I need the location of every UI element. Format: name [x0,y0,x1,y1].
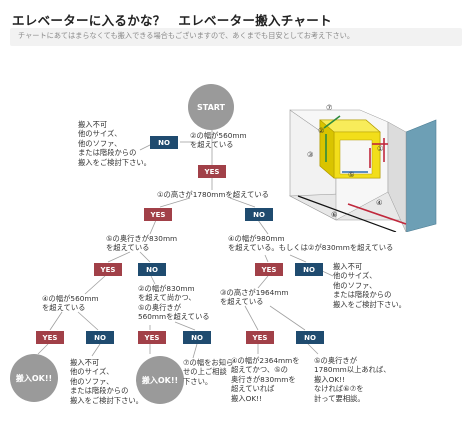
label-7: ⑦ [326,103,333,112]
question-height-1964: ③の高さが1964mm を超えている [220,288,289,307]
yes-badge: YES [255,263,283,276]
connector-line [91,343,101,357]
yes-badge: YES [246,331,274,344]
no-badge: NO [86,331,114,344]
connector-line [149,219,157,235]
no-badge: NO [138,263,166,276]
question-width-980: ④の幅が980mm を超えている。もしくは②が830mmを超えている [228,234,394,253]
reject-message-top: 搬入不可 他のサイズ、 他のソファ、 または階段からの 搬入をご検討下さい。 [78,120,151,167]
no-badge: NO [150,136,178,149]
question-depth-830: ⑤の奥行きが830mm を超えている [106,234,178,253]
yes-badge: YES [144,208,172,221]
connector-line [257,219,269,235]
connector-line [257,275,269,289]
result-ok-circle: 搬入OK!! [136,356,184,404]
yes-badge: YES [198,165,226,178]
connector-line [174,321,196,331]
connector-line [84,275,106,295]
no-badge: NO [183,331,211,344]
label-6: ⑥ [331,210,338,219]
reject-message-bottom: 搬入不可 他のサイズ、 他のソファ、 または階段からの 搬入をご検討下さい。 [70,358,143,405]
connector-line [269,305,306,331]
connector-line [107,251,131,263]
question-width-830-depth-560: ②の幅が830mm を超えて尚かつ、 ⑤の奥行きが 560mmを超えている [138,284,210,322]
yes-badge: YES [138,331,166,344]
yes-badge: YES [36,331,64,344]
connector-line [192,343,198,359]
question-width-560: ②の幅が560mm を超えている [190,131,247,150]
start-node: START [188,84,234,130]
notice-text: チャートにあてはまらなくても搬入できる場合もございますので、あくまでも目安として… [18,31,355,40]
label-2: ② [318,126,325,135]
connector-line [289,254,307,263]
question-width4-560: ④の幅が560mm を超えている [42,294,99,313]
elevator-diagram [288,109,437,232]
connector-line [307,343,319,355]
notice-bar: チャートにあてはまらなくても搬入できる場合もございますので、あくまでも目安として… [10,28,462,46]
label-3: ③ [307,150,314,159]
condition-depth-1780: ⑤の奥行きが 1780mm以上あれば、 搬入OK!! なければ⑥⑦を 計って要相… [314,356,391,403]
connector-line [77,311,99,331]
connector-line [37,343,49,355]
no-badge: NO [245,208,273,221]
condition-width-2364: ④の幅が2364mmを 超えてかつ、⑤の 奥行きが830mmを 超えていれば 搬… [231,356,300,403]
consult-width-message: ⑦の幅をお知ら せの上ご相談 下さい。 [183,358,234,386]
connector-line [49,311,63,331]
connector-line [264,254,269,263]
label-5: ⑤ [348,170,355,179]
question-height-1780: ①の高さが1780mmを超えている [157,190,269,199]
connector-line [150,275,156,285]
reject-message-right: 搬入不可 他のサイズ、 他のソファ、 または階段からの 搬入をご検討下さい。 [333,262,406,309]
no-badge: NO [295,263,323,276]
label-4: ④ [376,198,383,207]
connector-line [139,251,151,263]
no-badge: NO [296,331,324,344]
yes-badge: YES [94,263,122,276]
connector-line [159,197,191,208]
label-1: ① [377,144,384,153]
page-title: エレベーターに入るかな？ エレベーター搬入チャート [12,13,332,28]
result-ok-circle: 搬入OK!! [10,354,58,402]
connector-line [244,305,259,331]
connector-line [229,197,256,208]
